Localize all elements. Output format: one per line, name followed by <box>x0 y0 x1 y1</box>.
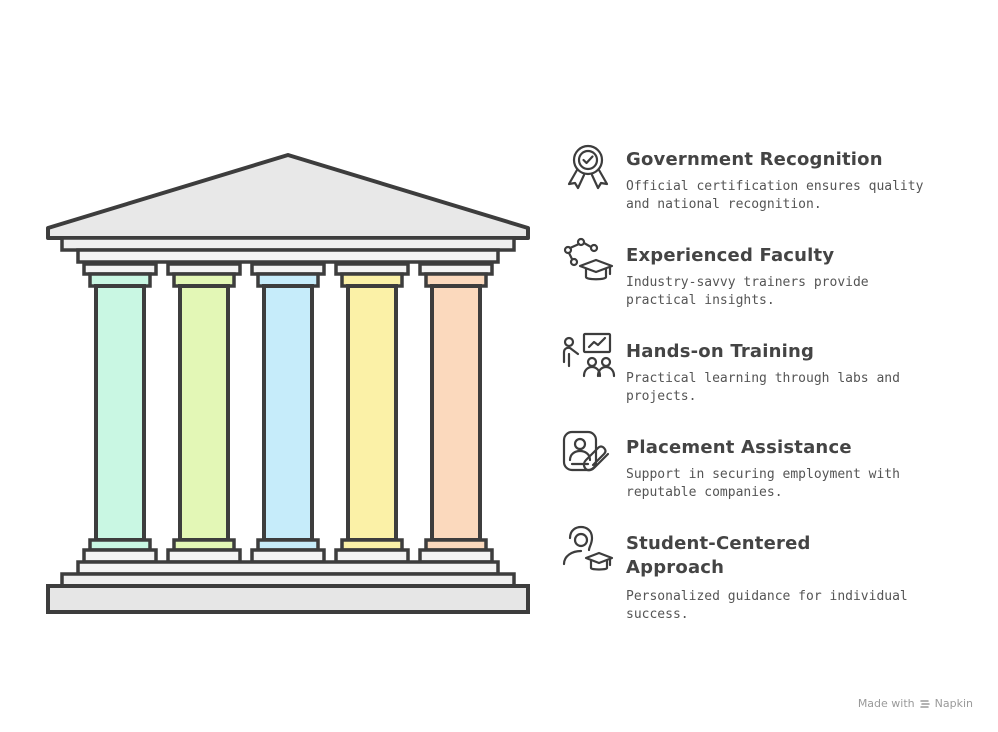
feature-title: Experienced Faculty <box>626 245 835 266</box>
feature-description: Personalized guidance for individual suc… <box>626 589 908 622</box>
feature-title: Placement Assistance <box>626 437 852 458</box>
pillar-base <box>418 548 494 564</box>
id-badge-icon <box>562 430 610 472</box>
footer-brand: Napkin <box>934 697 973 710</box>
temple-diagram <box>46 153 530 614</box>
pillar-base <box>166 548 242 564</box>
pillar-shaft <box>346 284 398 542</box>
pillar-5 <box>418 262 494 564</box>
pillar-shaft <box>178 284 230 542</box>
feature-title: Hands-on Training <box>626 341 815 362</box>
feature-description: Practical learning through labs and proj… <box>626 371 900 404</box>
pillar-shaft <box>430 284 482 542</box>
faculty-network-icon <box>563 237 614 281</box>
pillar-base <box>334 548 410 564</box>
pillar-base <box>82 548 158 564</box>
pillar-1 <box>82 262 158 564</box>
pillar-shaft <box>262 284 314 542</box>
feature-description: Official certification ensures quality a… <box>626 179 924 212</box>
feature-title: Government Recognition <box>626 149 883 170</box>
temple-beam-lower <box>76 248 500 264</box>
temple-base-top <box>76 560 500 576</box>
feature-title: Student-Centered Approach <box>626 533 811 578</box>
award-ribbon-icon <box>567 144 609 190</box>
temple-roof <box>46 153 530 240</box>
pillar-3 <box>250 262 326 564</box>
temple-beam-upper <box>60 236 516 252</box>
feature-description: Support in securing employment with repu… <box>626 467 900 500</box>
pillar-shaft <box>94 284 146 542</box>
feature-description: Industry-savvy trainers provide practica… <box>626 275 869 308</box>
made-with-napkin: Made with Napkin <box>858 697 973 710</box>
pillar-4 <box>334 262 410 564</box>
temple-base-bottom <box>46 584 530 614</box>
footer-prefix: Made with <box>857 697 915 710</box>
graduate-student-icon <box>562 525 614 571</box>
pillar-base <box>250 548 326 564</box>
pillar-2 <box>166 262 242 564</box>
napkin-logo-icon <box>919 699 930 708</box>
presentation-icon <box>562 332 616 378</box>
